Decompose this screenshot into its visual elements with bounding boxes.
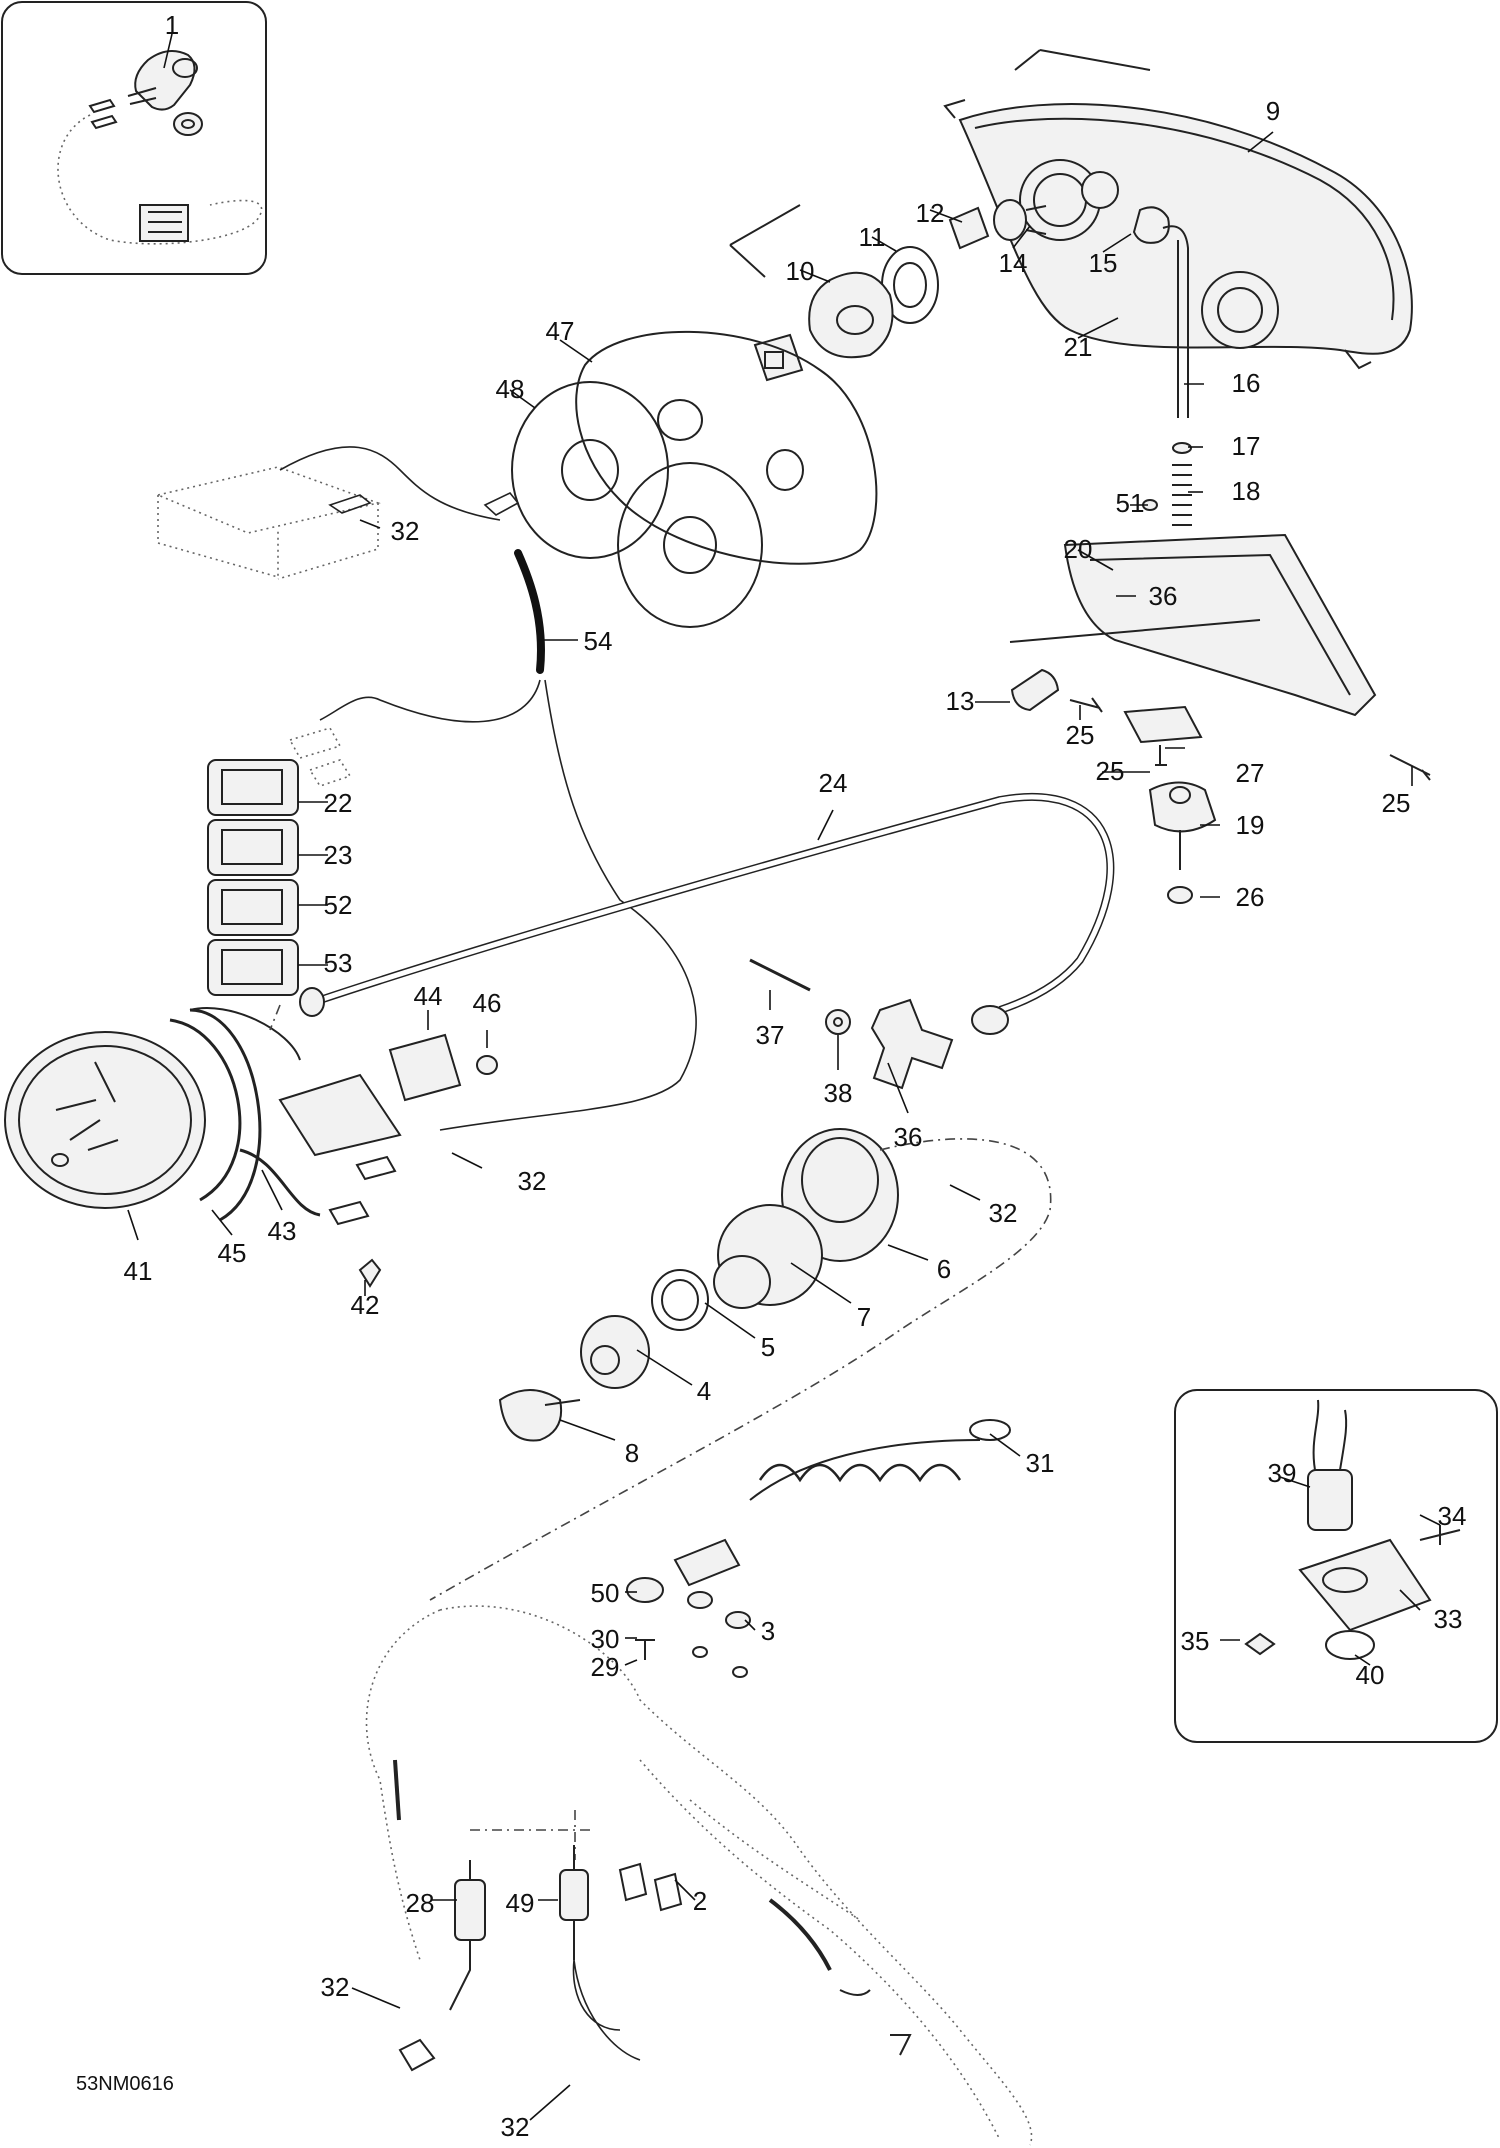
callout-25: 25 <box>1066 720 1095 750</box>
callout-22: 22 <box>324 788 353 818</box>
inset-horn-switch <box>1174 1389 1498 1743</box>
callout-17: 17 <box>1232 431 1261 461</box>
safety-lanyard <box>673 1419 1011 1587</box>
callout-37: 37 <box>756 1020 785 1050</box>
callout-46: 46 <box>473 988 502 1018</box>
leader-lines <box>127 33 1441 2121</box>
callout-42: 42 <box>351 1290 380 1320</box>
callout-29: 29 <box>591 1652 620 1682</box>
gauge-assembly <box>4 1004 498 1288</box>
speedometer-cable <box>299 792 1115 1035</box>
callout-15: 15 <box>1089 248 1118 278</box>
handlebar-switches <box>398 1845 683 2072</box>
small-fasteners <box>626 1577 751 1678</box>
callout-14: 14 <box>999 248 1028 278</box>
lens-panels <box>511 330 878 628</box>
callout-5: 5 <box>761 1332 775 1362</box>
callout-26: 26 <box>1236 882 1265 912</box>
callout-8: 8 <box>625 1438 639 1468</box>
callout-28: 28 <box>406 1888 435 1918</box>
callout-32: 32 <box>321 1972 350 2002</box>
callout-48: 48 <box>496 374 525 404</box>
callout-34: 34 <box>1438 1501 1467 1531</box>
callout-36: 36 <box>894 1122 923 1152</box>
callout-47: 47 <box>546 316 575 346</box>
ignition-switch <box>429 1128 1052 1601</box>
dashboard-housing <box>943 49 1413 370</box>
callout-7: 7 <box>857 1302 871 1332</box>
callout-38: 38 <box>824 1078 853 1108</box>
callout-11: 11 <box>859 222 886 252</box>
callout-45: 45 <box>218 1238 247 1268</box>
wiring-harness <box>155 446 697 1131</box>
callout-32: 32 <box>989 1198 1018 1228</box>
mounting-bracket-assembly <box>1009 225 1431 904</box>
callout-16: 16 <box>1232 368 1261 398</box>
callout-21: 21 <box>1064 332 1093 362</box>
callout-13: 13 <box>946 686 975 716</box>
callout-25: 25 <box>1096 756 1125 786</box>
callout-3: 3 <box>761 1616 775 1646</box>
speedo-fitting <box>749 958 954 1090</box>
callout-52: 52 <box>324 890 353 920</box>
callout-32: 32 <box>391 516 420 546</box>
inset-key-switch <box>1 1 267 275</box>
callout-31: 31 <box>1026 1448 1055 1478</box>
callout-18: 18 <box>1232 476 1261 506</box>
callout-24: 24 <box>819 768 848 798</box>
callout-41: 41 <box>124 1256 153 1286</box>
callout-19: 19 <box>1236 810 1265 840</box>
callout-40: 40 <box>1356 1660 1385 1690</box>
callout-51: 51 <box>1116 488 1145 518</box>
rocker-switches <box>207 759 299 996</box>
handlebar-silhouette <box>365 1605 1033 2146</box>
callout-35: 35 <box>1181 1626 1210 1656</box>
callout-50: 50 <box>591 1578 620 1608</box>
callout-44: 44 <box>414 981 443 1011</box>
callout-10: 10 <box>786 256 815 286</box>
callout-20: 20 <box>1064 534 1093 564</box>
callout-39: 39 <box>1268 1458 1297 1488</box>
callout-53: 53 <box>324 948 353 978</box>
callout-32: 32 <box>501 2112 530 2142</box>
callout-6: 6 <box>937 1254 951 1284</box>
callout-43: 43 <box>268 1216 297 1246</box>
callout-32: 32 <box>518 1166 547 1196</box>
callout-23: 23 <box>324 840 353 870</box>
callout-9: 9 <box>1266 96 1280 126</box>
callout-54: 54 <box>584 626 613 656</box>
callout-49: 49 <box>506 1888 535 1918</box>
bulb-and-socket <box>729 199 1170 382</box>
callout-2: 2 <box>693 1886 707 1916</box>
callout-12: 12 <box>916 198 945 228</box>
callout-1: 1 <box>165 10 179 40</box>
callout-27: 27 <box>1236 758 1265 788</box>
callout-4: 4 <box>697 1376 711 1406</box>
callout-33: 33 <box>1434 1604 1463 1634</box>
drawing-code: 53NM0616 <box>76 2073 174 2095</box>
callout-30: 30 <box>591 1624 620 1654</box>
callout-25: 25 <box>1382 788 1411 818</box>
callout-36: 36 <box>1149 581 1178 611</box>
